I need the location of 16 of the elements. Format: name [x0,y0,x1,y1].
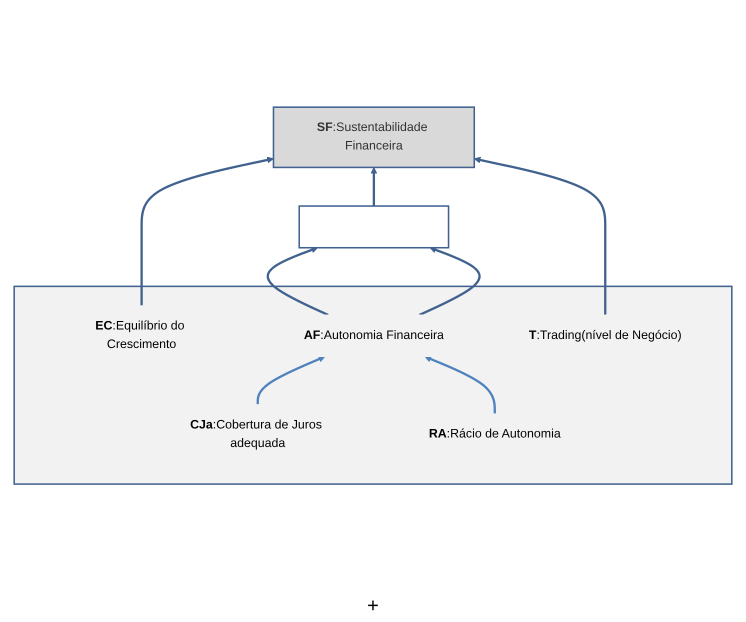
arrow [266,246,329,316]
arrow [474,156,606,315]
arrow [140,156,274,306]
arrow [370,166,378,206]
node-text: AF:Autonomia Financeira [304,328,444,342]
node-text: CJa:Cobertura de Juros adequada [190,418,322,450]
node-text: RA:Rácio de Autonomia [428,428,561,441]
node-text: EC:Equilíbrio do Crescimento [95,319,185,352]
node-text: T:Trading(nível de Negócio) [528,328,682,342]
plus-sign: + [367,595,379,618]
arrow [256,356,326,404]
arrow [424,356,496,414]
cluster [13,285,733,485]
node-box: SF:Sustentabilidade Financeira [272,106,476,168]
arrow [418,246,481,316]
node-bar [298,205,450,248]
